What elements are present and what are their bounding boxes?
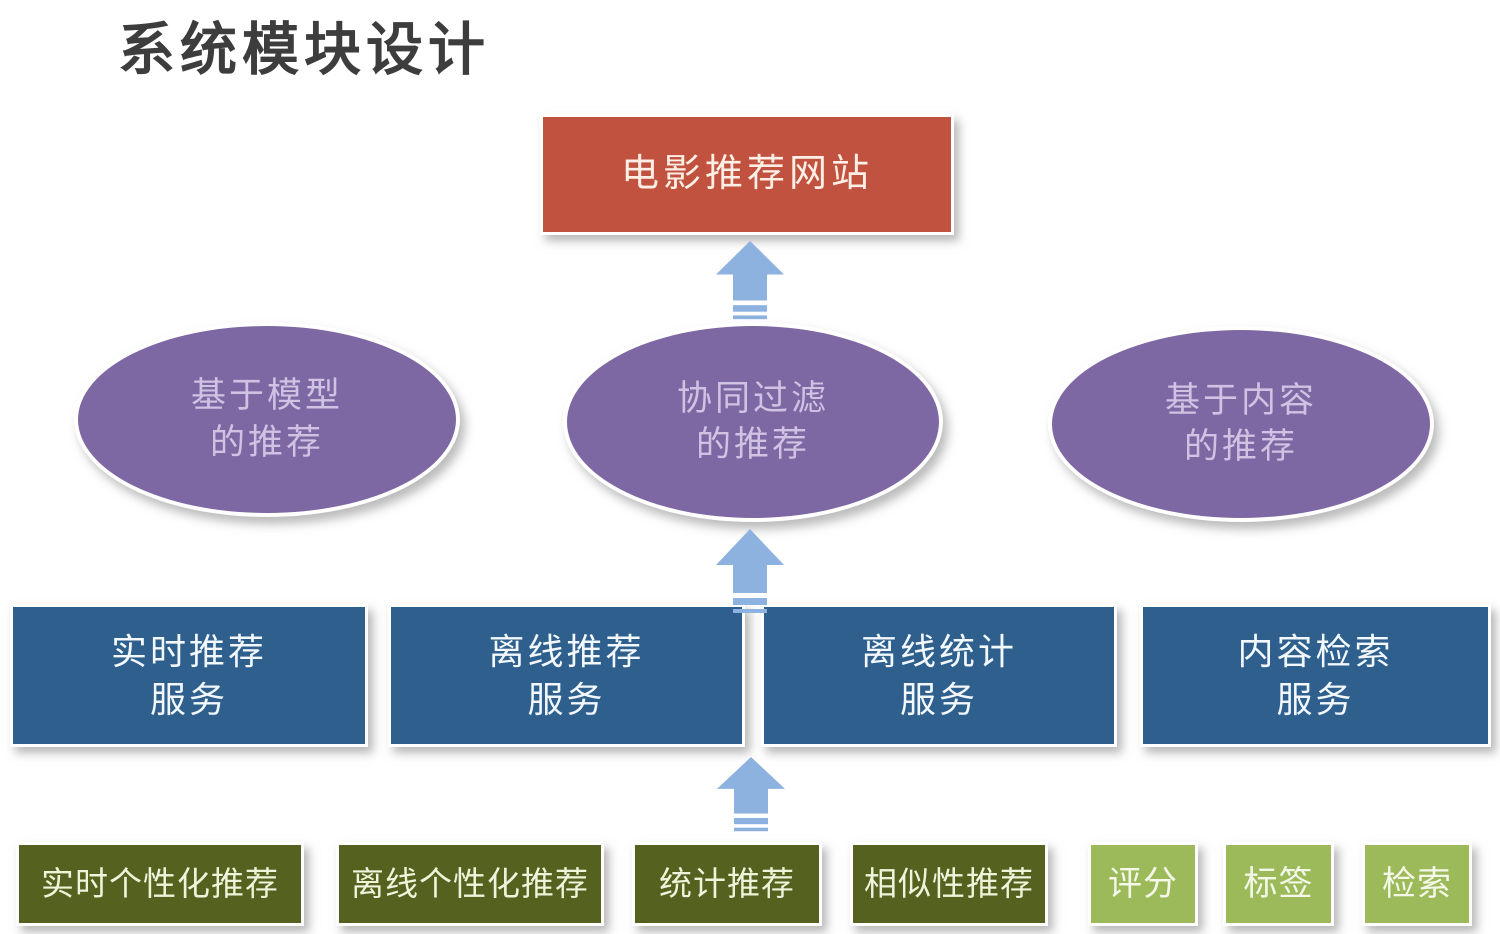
module-label: 统计推荐 — [659, 865, 795, 903]
service-offline-recommendation: 离线推荐 服务 — [388, 604, 745, 747]
up-striped-arrow-icon — [716, 241, 784, 320]
service-content-retrieval: 内容检索 服务 — [1140, 604, 1491, 747]
page-title: 系统模块设计 — [118, 18, 490, 82]
service-realtime-recommendation: 实时推荐 服务 — [10, 604, 368, 747]
up-striped-arrow-icon — [717, 757, 785, 832]
service-label: 内容检索 服务 — [1237, 630, 1394, 720]
service-label: 实时推荐 服务 — [110, 630, 267, 720]
up-striped-arrow-icon — [716, 529, 784, 613]
module-label: 离线个性化推荐 — [351, 865, 589, 903]
service-label: 离线统计 服务 — [860, 630, 1017, 720]
module-similarity-recommendation: 相似性推荐 — [850, 842, 1048, 926]
ellipse-label: 协同过滤 的推荐 — [676, 378, 829, 464]
service-offline-statistics: 离线统计 服务 — [761, 604, 1117, 747]
website-node: 电影推荐网站 — [540, 114, 954, 235]
ellipse-content-based-recommendation: 基于内容 的推荐 — [1048, 326, 1434, 522]
service-label: 离线推荐 服务 — [488, 630, 645, 720]
ellipse-collaborative-filtering-recommendation: 协同过滤 的推荐 — [563, 322, 943, 522]
module-rating: 评分 — [1088, 842, 1198, 926]
module-retrieval: 检索 — [1362, 842, 1472, 926]
ellipse-model-based-recommendation: 基于模型 的推荐 — [74, 322, 460, 517]
module-offline-personalized-recommendation: 离线个性化推荐 — [336, 842, 604, 926]
module-label: 标签 — [1243, 864, 1314, 903]
module-statistics-recommendation: 统计推荐 — [632, 842, 822, 926]
module-realtime-personalized-recommendation: 实时个性化推荐 — [16, 842, 304, 926]
module-label: 评分 — [1108, 864, 1178, 903]
module-label: 相似性推荐 — [864, 865, 1034, 903]
website-node-label: 电影推荐网站 — [620, 153, 873, 196]
ellipse-label: 基于模型 的推荐 — [190, 376, 343, 462]
module-label: 检索 — [1382, 864, 1452, 903]
ellipse-label: 基于内容 的推荐 — [1164, 380, 1317, 466]
module-tag: 标签 — [1223, 842, 1334, 926]
module-label: 实时个性化推荐 — [41, 865, 279, 903]
